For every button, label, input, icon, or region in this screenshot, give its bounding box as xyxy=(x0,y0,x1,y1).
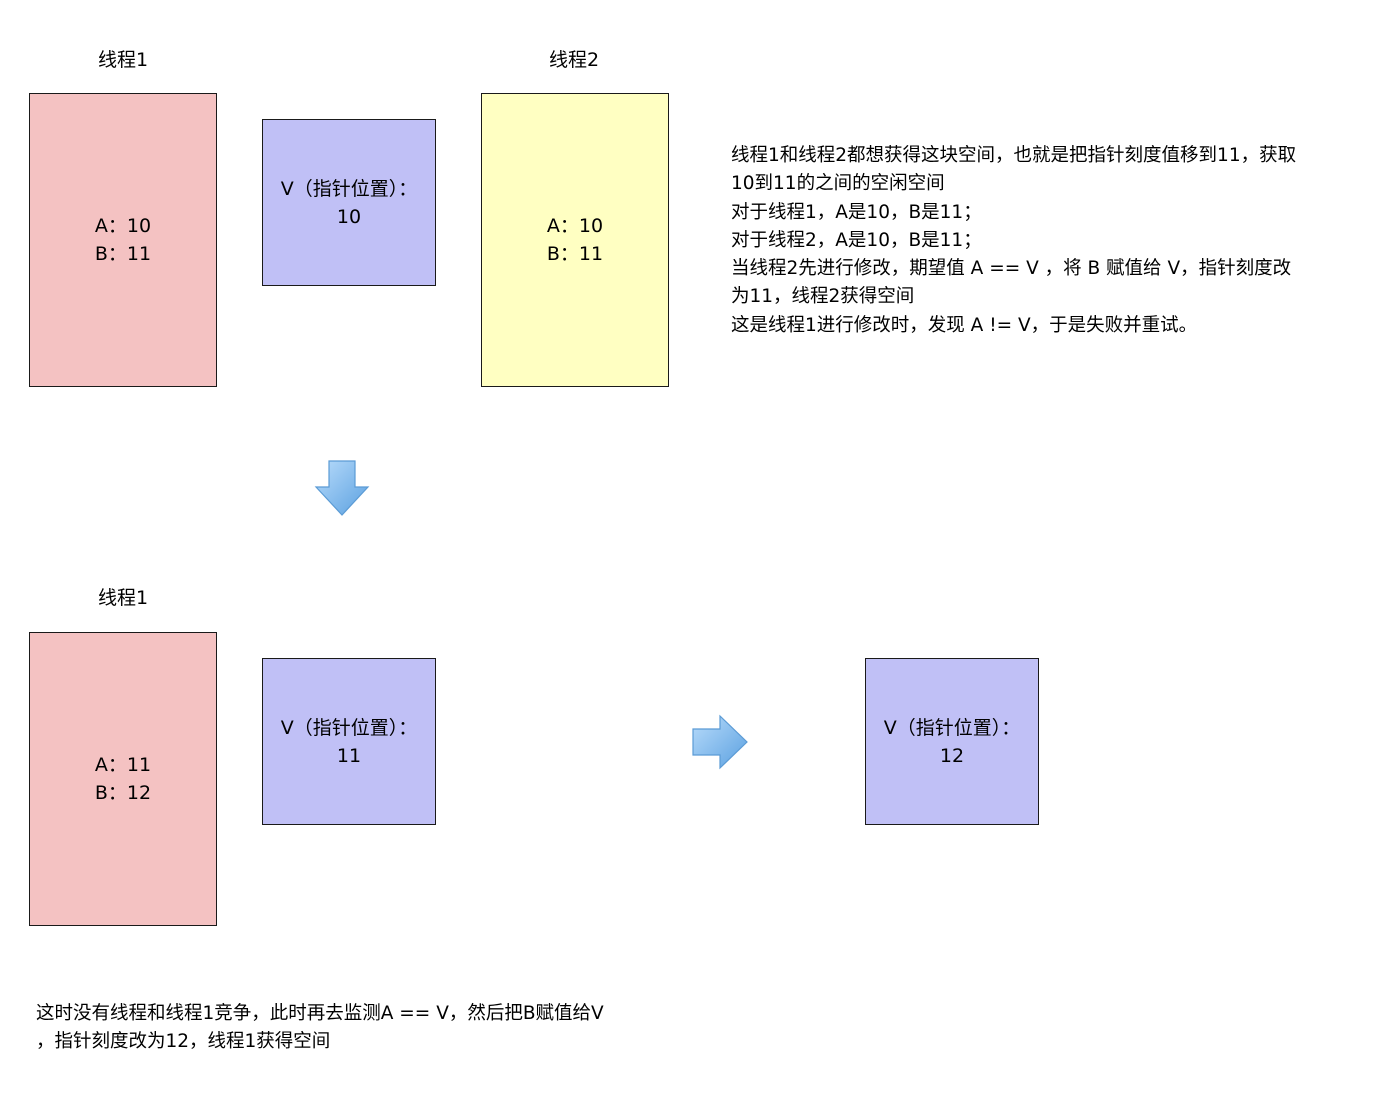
top-explanation-line: 对于线程2，A是10，B是11； xyxy=(731,229,982,251)
bottom-thread1-b-value: B：12 xyxy=(94,782,152,804)
top-explanation-line: 对于线程1，A是10，B是11； xyxy=(731,201,982,223)
bottom-explanation-line: 这时没有线程和线程1竞争，此时再去监测A == V，然后把B赋值给V xyxy=(36,1003,604,1024)
top-thread2-b-value: B：11 xyxy=(546,243,604,265)
right-arrow-icon xyxy=(692,714,748,770)
top-pointer-label: V（指针位置）： xyxy=(280,177,418,200)
bottom-thread1-label: 线程1 xyxy=(97,587,149,609)
down-arrow-icon xyxy=(314,460,370,516)
top-explanation-line: 线程1和线程2都想获得这块空间，也就是把指针刻度值移到11，获取 xyxy=(731,145,1297,166)
bottom-explanation-line: ，指针刻度改为12，线程1获得空间 xyxy=(36,1031,331,1053)
bottom-pointer-before-label: V（指针位置）： xyxy=(280,716,418,739)
top-explanation-line: 为11，线程2获得空间 xyxy=(731,286,915,308)
top-explanation: 线程1和线程2都想获得这块空间，也就是把指针刻度值移到11，获取 10到11的之… xyxy=(731,142,1371,340)
top-pointer-box: V（指针位置）： 10 xyxy=(262,119,436,286)
bottom-pointer-after-label: V（指针位置）： xyxy=(883,716,1021,739)
top-explanation-line: 10到11的之间的空闲空间 xyxy=(731,173,945,195)
bottom-pointer-before-value: 11 xyxy=(336,744,362,767)
top-explanation-line: 当线程2先进行修改，期望值 A == V ，将 B 赋值给 V，指针刻度改 xyxy=(731,258,1292,280)
bottom-thread1-box: A：11 B：12 xyxy=(29,632,217,926)
bottom-pointer-box-after: V（指针位置）： 12 xyxy=(865,658,1039,825)
bottom-pointer-after-value: 12 xyxy=(939,744,965,767)
top-thread2-a-value: A：10 xyxy=(546,215,604,237)
top-thread2-label: 线程2 xyxy=(548,49,600,71)
top-explanation-line: 这是线程1进行修改时，发现 A != V，于是失败并重试。 xyxy=(731,314,1198,336)
top-thread2-box: A：10 B：11 xyxy=(481,93,669,387)
top-pointer-value: 10 xyxy=(336,205,362,228)
top-thread1-a-value: A：10 xyxy=(94,215,152,237)
bottom-thread1-a-value: A：11 xyxy=(94,754,152,776)
top-thread1-box: A：10 B：11 xyxy=(29,93,217,387)
bottom-explanation: 这时没有线程和线程1竞争，此时再去监测A == V，然后把B赋值给V ，指针刻度… xyxy=(36,1000,696,1057)
top-thread1-b-value: B：11 xyxy=(94,243,152,265)
bottom-pointer-box-before: V（指针位置）： 11 xyxy=(262,658,436,825)
top-thread1-label: 线程1 xyxy=(97,49,149,71)
